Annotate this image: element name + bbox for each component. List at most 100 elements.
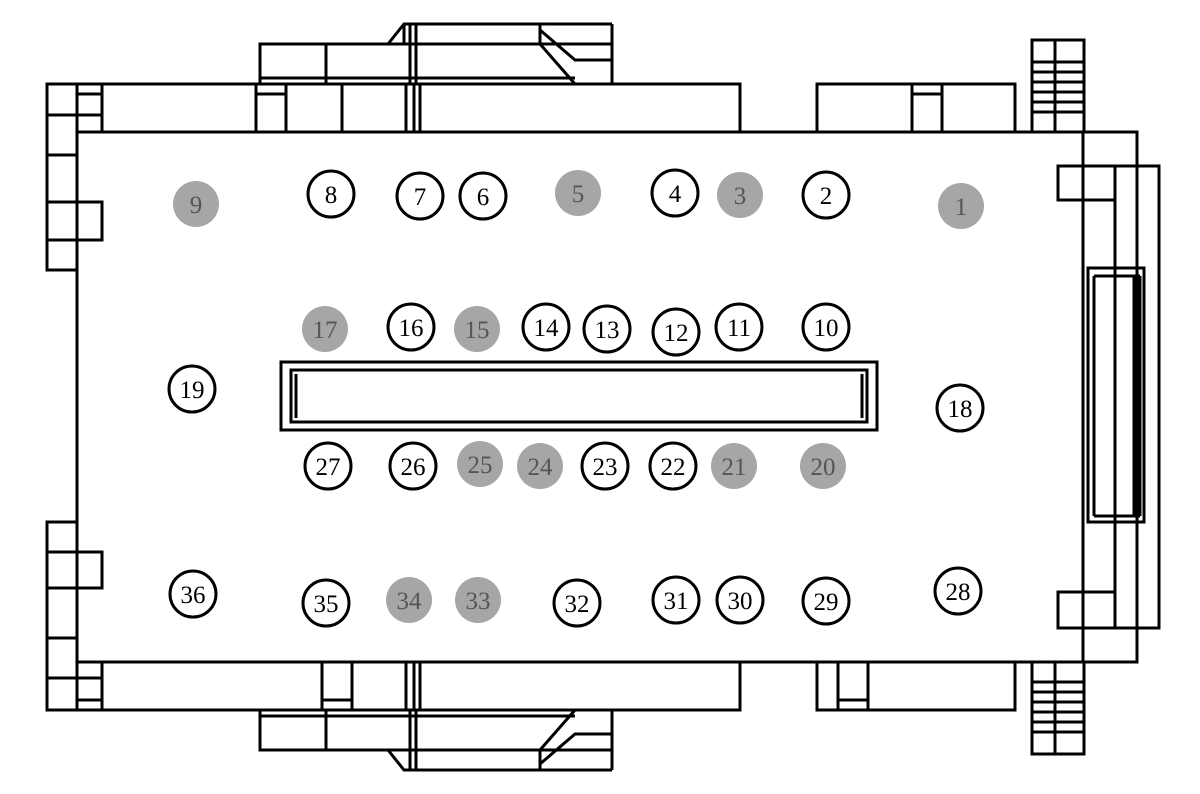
pin-circle <box>801 302 851 352</box>
pin-36: 36 <box>168 569 218 619</box>
pin-circle <box>302 306 348 352</box>
pin-31: 31 <box>651 575 701 625</box>
pin-label: 23 <box>593 454 618 481</box>
center-key-slot <box>279 360 879 432</box>
pin-label: 24 <box>528 454 554 481</box>
pin-circle <box>651 575 701 625</box>
pin-circle <box>517 443 563 489</box>
pin-12: 12 <box>651 307 701 357</box>
pin-label: 36 <box>181 582 206 609</box>
pin-circle <box>168 569 218 619</box>
pin-circle <box>935 383 985 433</box>
right-lock-slot <box>1086 266 1146 524</box>
pin-24: 24 <box>517 443 563 489</box>
pin-circle <box>711 443 757 489</box>
right-lock-arm <box>1113 164 1161 630</box>
pin-15: 15 <box>454 306 500 352</box>
pin-27: 27 <box>303 441 353 491</box>
pin-circle <box>801 576 851 626</box>
pin-label: 16 <box>399 315 424 342</box>
pin-13: 13 <box>582 304 632 354</box>
pin-label: 29 <box>814 589 839 616</box>
pin-9: 9 <box>173 181 219 227</box>
pin-label: 32 <box>565 591 590 618</box>
pin-3: 3 <box>717 172 763 218</box>
pin-35: 35 <box>301 578 351 628</box>
pin-circle <box>580 441 630 491</box>
pin-circle <box>386 302 436 352</box>
pin-circle <box>454 306 500 352</box>
pin-circle <box>457 441 503 487</box>
pin-label: 34 <box>397 588 423 615</box>
bottom-latch <box>258 708 614 752</box>
pin-label: 6 <box>477 184 490 211</box>
pin-label: 33 <box>466 588 491 615</box>
pin-label: 22 <box>661 454 686 481</box>
pin-circle <box>938 183 984 229</box>
pin-4: 4 <box>650 168 700 218</box>
pin-label: 12 <box>664 320 689 347</box>
pin-17: 17 <box>302 306 348 352</box>
pin-16: 16 <box>386 302 436 352</box>
pin-circle <box>555 170 601 216</box>
pin-label: 10 <box>814 315 839 342</box>
pin-5: 5 <box>555 170 601 216</box>
left-upper-tab <box>75 200 104 242</box>
pin-circle <box>455 577 501 623</box>
pin-circle <box>648 441 698 491</box>
pin-label: 18 <box>948 396 973 423</box>
pin-6: 6 <box>458 171 508 221</box>
right-lock-frame <box>1081 130 1139 664</box>
pin-label: 7 <box>414 184 427 211</box>
pin-8: 8 <box>306 169 356 219</box>
pin-circle <box>552 578 602 628</box>
pin-30: 30 <box>715 575 765 625</box>
pin-label: 35 <box>314 591 339 618</box>
pin-circle <box>933 566 983 616</box>
pin-circle <box>800 443 846 489</box>
pin-26: 26 <box>388 441 438 491</box>
pin-circle <box>306 169 356 219</box>
pin-label: 30 <box>728 588 753 615</box>
pin-circle <box>303 441 353 491</box>
pin-label: 1 <box>955 194 968 221</box>
pin-circle <box>173 181 219 227</box>
pin-label: 4 <box>669 181 682 208</box>
pin-10: 10 <box>801 302 851 352</box>
pin-14: 14 <box>521 302 571 352</box>
pin-label: 5 <box>572 181 585 208</box>
pin-1: 1 <box>938 183 984 229</box>
top-right-rail <box>815 82 1017 134</box>
pin-18: 18 <box>935 383 985 433</box>
left-upper-ribs <box>45 82 79 272</box>
pin-34: 34 <box>386 577 432 623</box>
pin-label: 31 <box>664 588 689 615</box>
pin-label: 11 <box>727 315 751 342</box>
pin-label: 28 <box>946 579 971 606</box>
pin-circle <box>458 171 508 221</box>
pin-circle <box>651 307 701 357</box>
connector-housing <box>45 22 1161 772</box>
pin-2: 2 <box>801 170 851 220</box>
right-lock-lower-tab <box>1056 590 1117 630</box>
right-lower-ribs <box>1030 660 1086 756</box>
pin-circle <box>650 168 700 218</box>
pin-label: 17 <box>313 317 338 344</box>
pin-32: 32 <box>552 578 602 628</box>
pin-33: 33 <box>455 577 501 623</box>
pin-19: 19 <box>167 364 217 414</box>
pin-label: 19 <box>180 377 205 404</box>
pin-29: 29 <box>801 576 851 626</box>
pin-22: 22 <box>648 441 698 491</box>
pin-circle <box>386 577 432 623</box>
pins-layer: 1234567891011121314151617181920212223242… <box>167 168 985 628</box>
pin-7: 7 <box>395 171 445 221</box>
pin-label: 20 <box>811 454 836 481</box>
pin-21: 21 <box>711 443 757 489</box>
pin-label: 2 <box>820 183 833 210</box>
pin-circle <box>301 578 351 628</box>
pin-23: 23 <box>580 441 630 491</box>
pin-circle <box>167 364 217 414</box>
pin-25: 25 <box>457 441 503 487</box>
